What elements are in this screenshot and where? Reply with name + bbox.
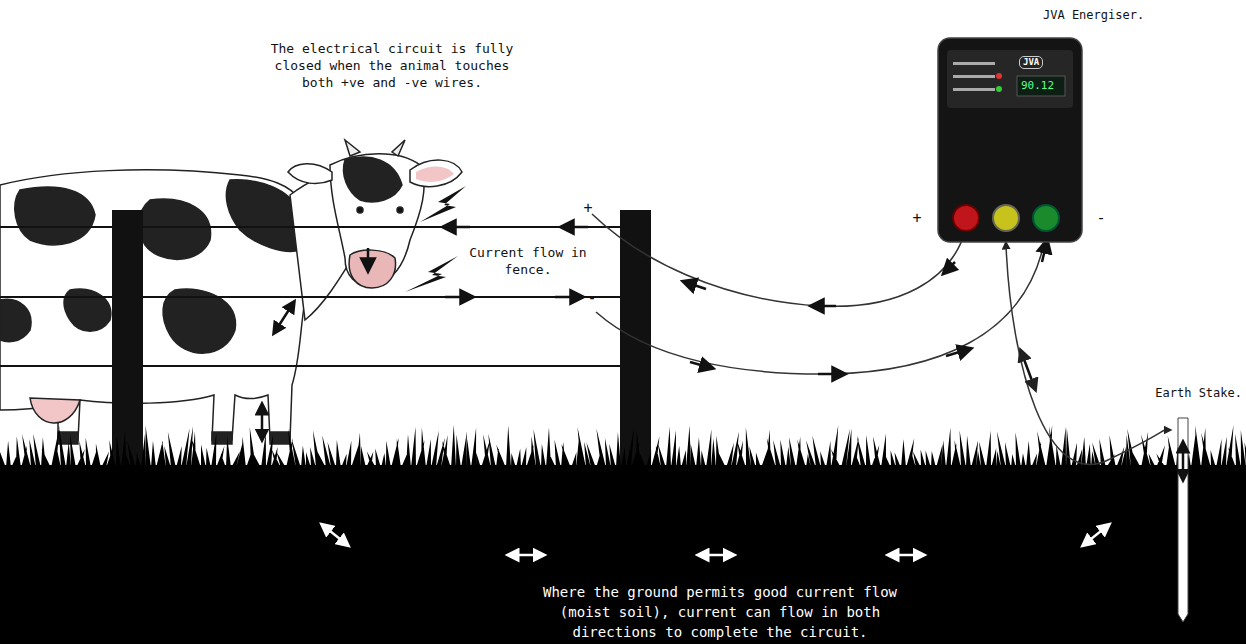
grass [0, 425, 1246, 468]
status-bar [953, 75, 995, 78]
earth-wire [1006, 245, 1168, 465]
shock-bolt [405, 186, 466, 292]
energiser-body [935, 4, 1160, 245]
current-arrow [688, 245, 1046, 374]
stake-rod [1168, 384, 1244, 624]
earth-terminal [993, 205, 1019, 231]
fence-post [620, 210, 651, 475]
earth-current-arrow [1022, 354, 1034, 386]
status-led [996, 86, 1002, 92]
grass-blades [0, 425, 1246, 468]
stake-arrow [1182, 446, 1185, 476]
fence-wire [0, 227, 650, 366]
stake-rod-shape [1178, 418, 1188, 622]
ground-note: Where the ground permits good current fl… [530, 582, 910, 642]
polarity-sign: - [1092, 208, 1110, 228]
ground-current-arrow [325, 527, 1106, 555]
energiser: JVA Energiser. JVA 90.12 [935, 4, 1160, 245]
positive-terminal [953, 205, 979, 231]
status-bar [953, 62, 995, 65]
brand-logo: JVA [1019, 56, 1043, 69]
polarity-sign: + [580, 198, 596, 218]
polarity-sign: + [908, 208, 926, 228]
display-window [1017, 76, 1065, 96]
stake-label: Earth Stake. [1155, 386, 1242, 400]
status-led [996, 73, 1002, 79]
earth-stake: Earth Stake. [1168, 384, 1244, 624]
circuit-note: The electrical circuit is fully closed w… [262, 40, 522, 91]
negative-terminal [1033, 205, 1059, 231]
device-title: JVA Energiser. [1043, 8, 1144, 22]
cow [0, 140, 462, 444]
status-bar [953, 88, 995, 91]
ground [0, 465, 1246, 644]
polarity-sign: - [584, 288, 600, 308]
display-reading: 90.12 [1021, 79, 1054, 93]
energiser-case [938, 38, 1082, 242]
energiser-panel [947, 50, 1073, 108]
fence-post [112, 210, 143, 475]
fence-current-note: Current flow in fence. [462, 244, 594, 278]
